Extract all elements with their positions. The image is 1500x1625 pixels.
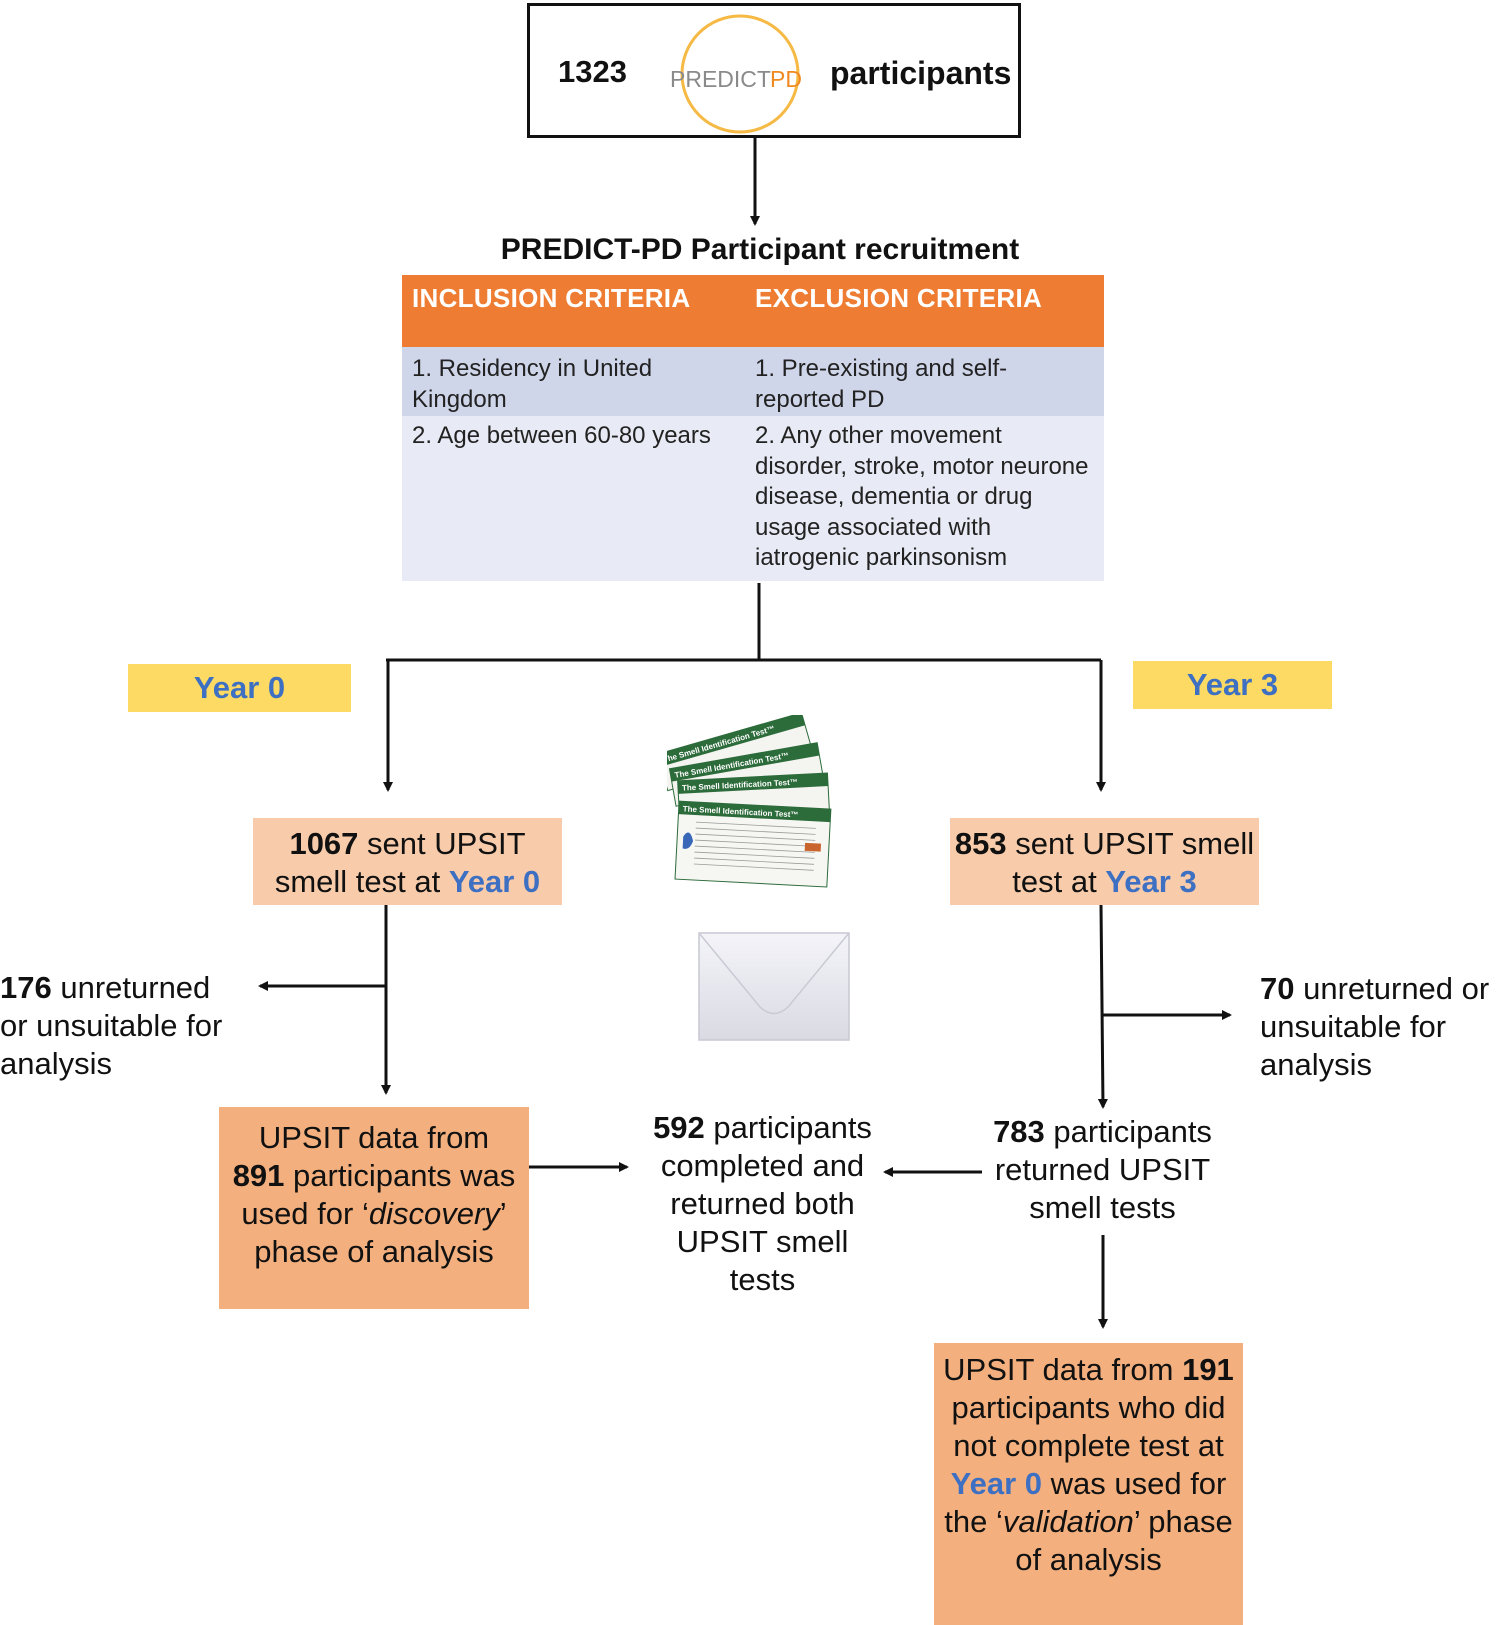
- exclusion-item-1: 1. Pre-existing and self-reported PD: [755, 355, 1008, 413]
- year3-tag: Year 3: [1133, 661, 1332, 709]
- discovery-pre: UPSIT data from: [258, 1120, 490, 1155]
- envelope-image: [698, 932, 850, 1041]
- year3-sent-year: Year 3: [1105, 864, 1197, 899]
- year0-unreturned-text: 176 unreturned or unsuitable for analysi…: [0, 969, 240, 1083]
- both-count: 592: [653, 1110, 705, 1145]
- year3-returned-label: participants returned UPSIT smell tests: [994, 1114, 1212, 1225]
- year3-unreturned-count: 70: [1260, 971, 1295, 1006]
- validation-box: UPSIT data from 191 participants who did…: [934, 1343, 1243, 1625]
- exclusion-item-2: 2. Any other movement disorder, stroke, …: [755, 422, 1089, 571]
- validation-count: 191: [1182, 1352, 1234, 1387]
- year0-sent-year: Year 0: [448, 864, 541, 899]
- validation-year: Year 0: [950, 1466, 1042, 1501]
- recruitment-title: PREDICT-PD Participant recruitment: [500, 233, 1020, 266]
- validation-pre: UPSIT data from: [943, 1352, 1183, 1387]
- year0-unreturned-label: unreturned or unsuitable for analysis: [0, 970, 223, 1081]
- smell-test-cards-image: The Smell Identification Test™ The Smell…: [667, 715, 832, 888]
- logo-text-predict: PREDICT: [670, 66, 771, 92]
- both-label: participants completed and returned both…: [660, 1110, 872, 1297]
- year3-returned-count: 783: [993, 1114, 1045, 1149]
- participants-box: 1323 PREDICT PD participants: [527, 3, 1021, 138]
- year3-sent-box: 853 sent UPSIT smell test at Year 3: [950, 818, 1259, 905]
- criteria-row-2: 2. Age between 60-80 years 2. Any other …: [402, 416, 1104, 581]
- participants-count: 1323: [558, 54, 627, 89]
- year3-sent-text: sent UPSIT smell test at: [1006, 826, 1255, 899]
- year3-unreturned-text: 70 unreturned or unsuitable for analysis: [1260, 970, 1500, 1084]
- discovery-mid: participants was used for ‘: [241, 1158, 516, 1231]
- validation-mid2: was used for the ‘: [944, 1466, 1227, 1539]
- validation-word: validation: [1002, 1504, 1134, 1539]
- arrow-year3-down: [1097, 904, 1108, 1109]
- discovery-count: 891: [232, 1158, 285, 1193]
- participants-label: participants: [830, 55, 1012, 91]
- discovery-word: discovery: [368, 1196, 500, 1231]
- year0-sent-text: sent UPSIT smell test at: [274, 826, 526, 899]
- year3-returned-text: 783 participants returned UPSIT smell te…: [980, 1113, 1225, 1227]
- predict-pd-logo: PREDICT PD: [670, 14, 802, 134]
- discovery-post: ’ phase of analysis: [254, 1196, 507, 1269]
- year0-tag: Year 0: [128, 664, 351, 712]
- both-returned-text: 592 participants completed and returned …: [640, 1109, 885, 1299]
- criteria-header-row: INCLUSION CRITERIA EXCLUSION CRITERIA: [402, 275, 1104, 347]
- discovery-box: UPSIT data from 891 participants was use…: [219, 1107, 529, 1309]
- year0-sent-box: 1067 sent UPSIT smell test at Year 0: [253, 818, 562, 905]
- validation-mid: participants who did not complete test a…: [951, 1390, 1226, 1463]
- year3-unreturned-label: unreturned or unsuitable for analysis: [1260, 971, 1490, 1082]
- year0-unreturned-count: 176: [0, 970, 52, 1005]
- logo-text-pd: PD: [770, 66, 802, 92]
- year3-sent-count: 853: [954, 826, 1007, 861]
- inclusion-item-1: 1. Residency in United Kingdom: [412, 355, 653, 413]
- criteria-row-1: 1. Residency in United Kingdom 1. Pre-ex…: [402, 347, 1104, 416]
- year0-sent-count: 1067: [289, 826, 359, 861]
- inclusion-header: INCLUSION CRITERIA: [412, 283, 691, 313]
- exclusion-header: EXCLUSION CRITERIA: [755, 283, 1043, 313]
- inclusion-item-2: 2. Age between 60-80 years: [412, 422, 711, 449]
- validation-post: ’ phase of analysis: [1015, 1504, 1233, 1577]
- criteria-table: INCLUSION CRITERIA EXCLUSION CRITERIA 1.…: [402, 275, 1104, 581]
